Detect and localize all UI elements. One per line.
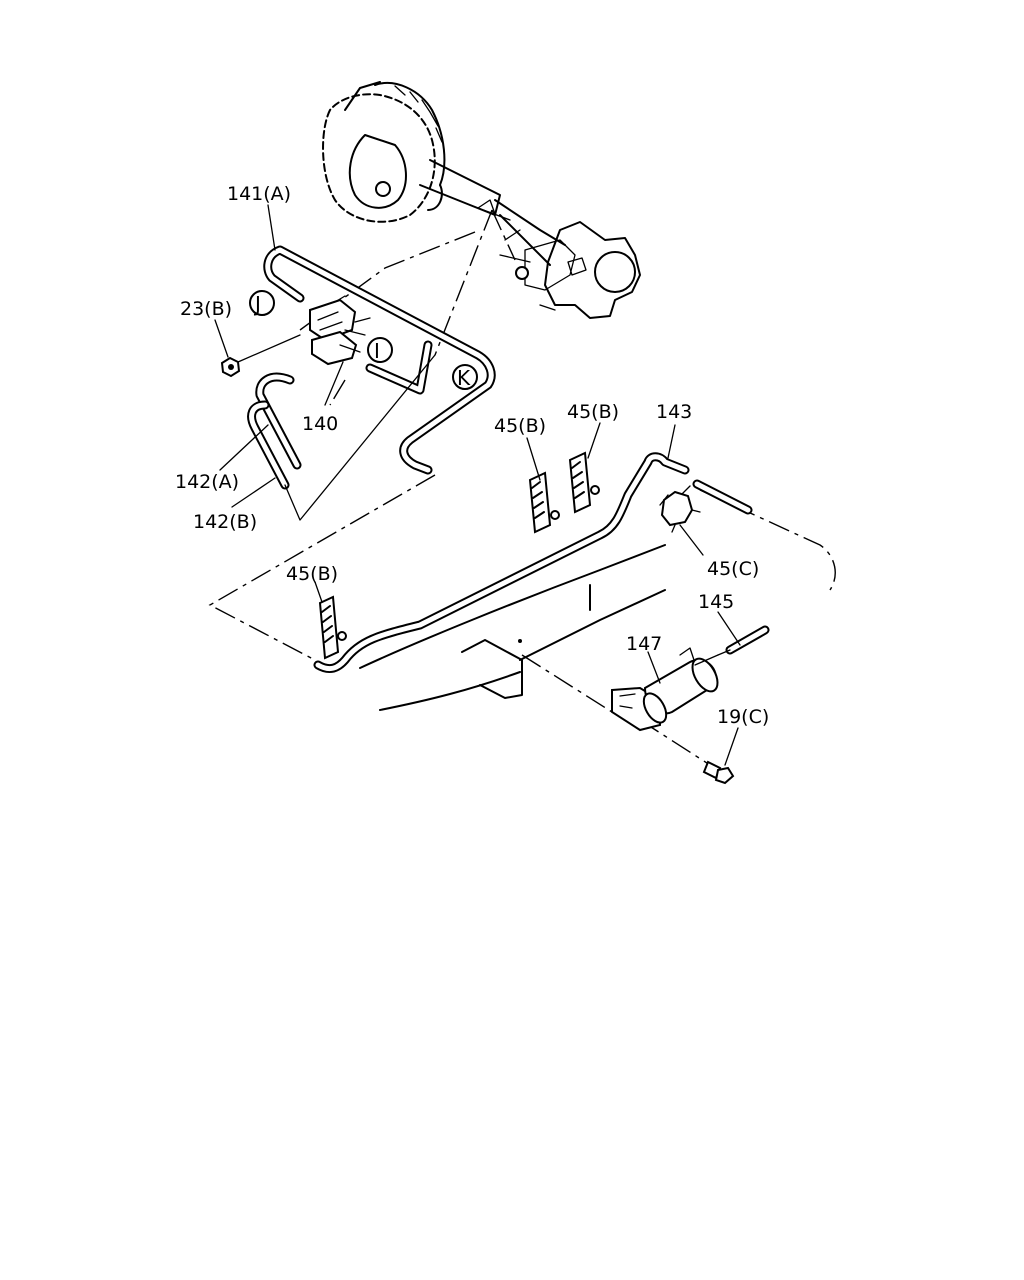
frame-rail <box>359 544 666 711</box>
label-45B-2: 45(B) <box>567 401 619 423</box>
hose-145 <box>692 479 770 656</box>
label-19C: 19(C) <box>717 706 769 728</box>
junction-block-140 <box>309 295 371 366</box>
label-142B: 142(B) <box>193 511 257 533</box>
pipe-141A <box>263 245 496 475</box>
label-45B-1: 45(B) <box>494 415 546 437</box>
circle-ref-I: I <box>367 337 393 363</box>
leader-lines <box>214 204 741 766</box>
label-141A: 141(A) <box>227 183 291 205</box>
label-45B-3: 45(B) <box>286 563 338 585</box>
circle-ref-I-text: I <box>374 339 380 363</box>
valve-147 <box>611 647 719 732</box>
label-142A: 142(A) <box>175 471 239 493</box>
circle-ref-K: K <box>452 364 478 390</box>
label-145: 145 <box>698 591 734 613</box>
nut-leader <box>237 334 301 363</box>
circle-ref-J-text: J <box>253 292 261 316</box>
pipe-142A <box>255 372 302 470</box>
clip-45C <box>659 485 701 533</box>
clip-45B-1 <box>528 471 560 534</box>
clip-45B-3 <box>318 595 347 660</box>
rear-axle-differential <box>322 81 641 319</box>
part-labels: 141(A) 23(B) 140 142(A) 142(B) 45(B) 45(… <box>175 183 769 728</box>
label-143: 143 <box>656 401 692 423</box>
label-45C: 45(C) <box>707 558 759 580</box>
clip-45B-2 <box>568 451 600 514</box>
label-140: 140 <box>302 413 338 435</box>
circle-ref-K-text: K <box>457 366 471 390</box>
nut-23B <box>220 356 241 378</box>
guide-142B <box>284 354 436 521</box>
pipe-142B <box>247 400 290 490</box>
pipe-143 <box>313 452 690 674</box>
bolt-19C <box>702 760 735 785</box>
circle-ref-J: J <box>249 290 275 316</box>
label-147: 147 <box>626 633 662 655</box>
label-23B: 23(B) <box>180 298 232 320</box>
